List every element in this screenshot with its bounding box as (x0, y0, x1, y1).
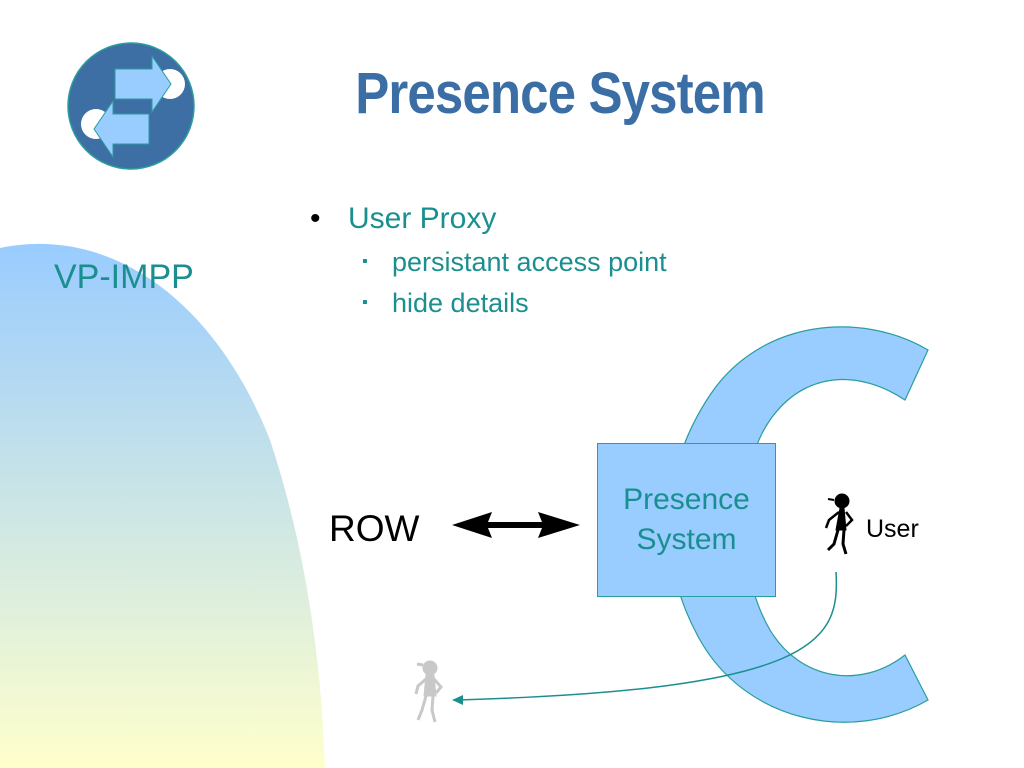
slide-title: Presence System (355, 61, 765, 126)
bullet-dot-icon: • (310, 202, 321, 235)
connector-arrowhead (452, 695, 463, 705)
box-label-line1: Presence (623, 483, 750, 516)
swap-arrows-logo-icon (67, 42, 195, 170)
double-arrow (452, 512, 580, 538)
person-figure-icon (824, 493, 854, 555)
bullet-item: • User Proxy (310, 202, 496, 236)
square-bullet-icon: ▪ (362, 294, 368, 311)
square-bullet-icon: ▪ (362, 253, 368, 270)
side-label: VP-IMPP (54, 258, 194, 296)
sub-bullet-item: ▪ persistant access point (362, 247, 762, 279)
person-figure-icon (414, 660, 443, 723)
user-connector-line (454, 571, 838, 701)
c-shape (668, 326, 929, 723)
sub-bullet-text: hide details (392, 288, 529, 318)
bullet-text: User Proxy (348, 202, 497, 235)
presence-system-box: Presence System (597, 443, 776, 597)
user-label: User (866, 515, 919, 543)
sub-bullet-text: persistant access point (392, 247, 667, 277)
row-label: ROW (329, 508, 420, 549)
box-label-line2: System (636, 523, 737, 556)
sub-bullet-item: ▪ hide details (362, 288, 762, 320)
